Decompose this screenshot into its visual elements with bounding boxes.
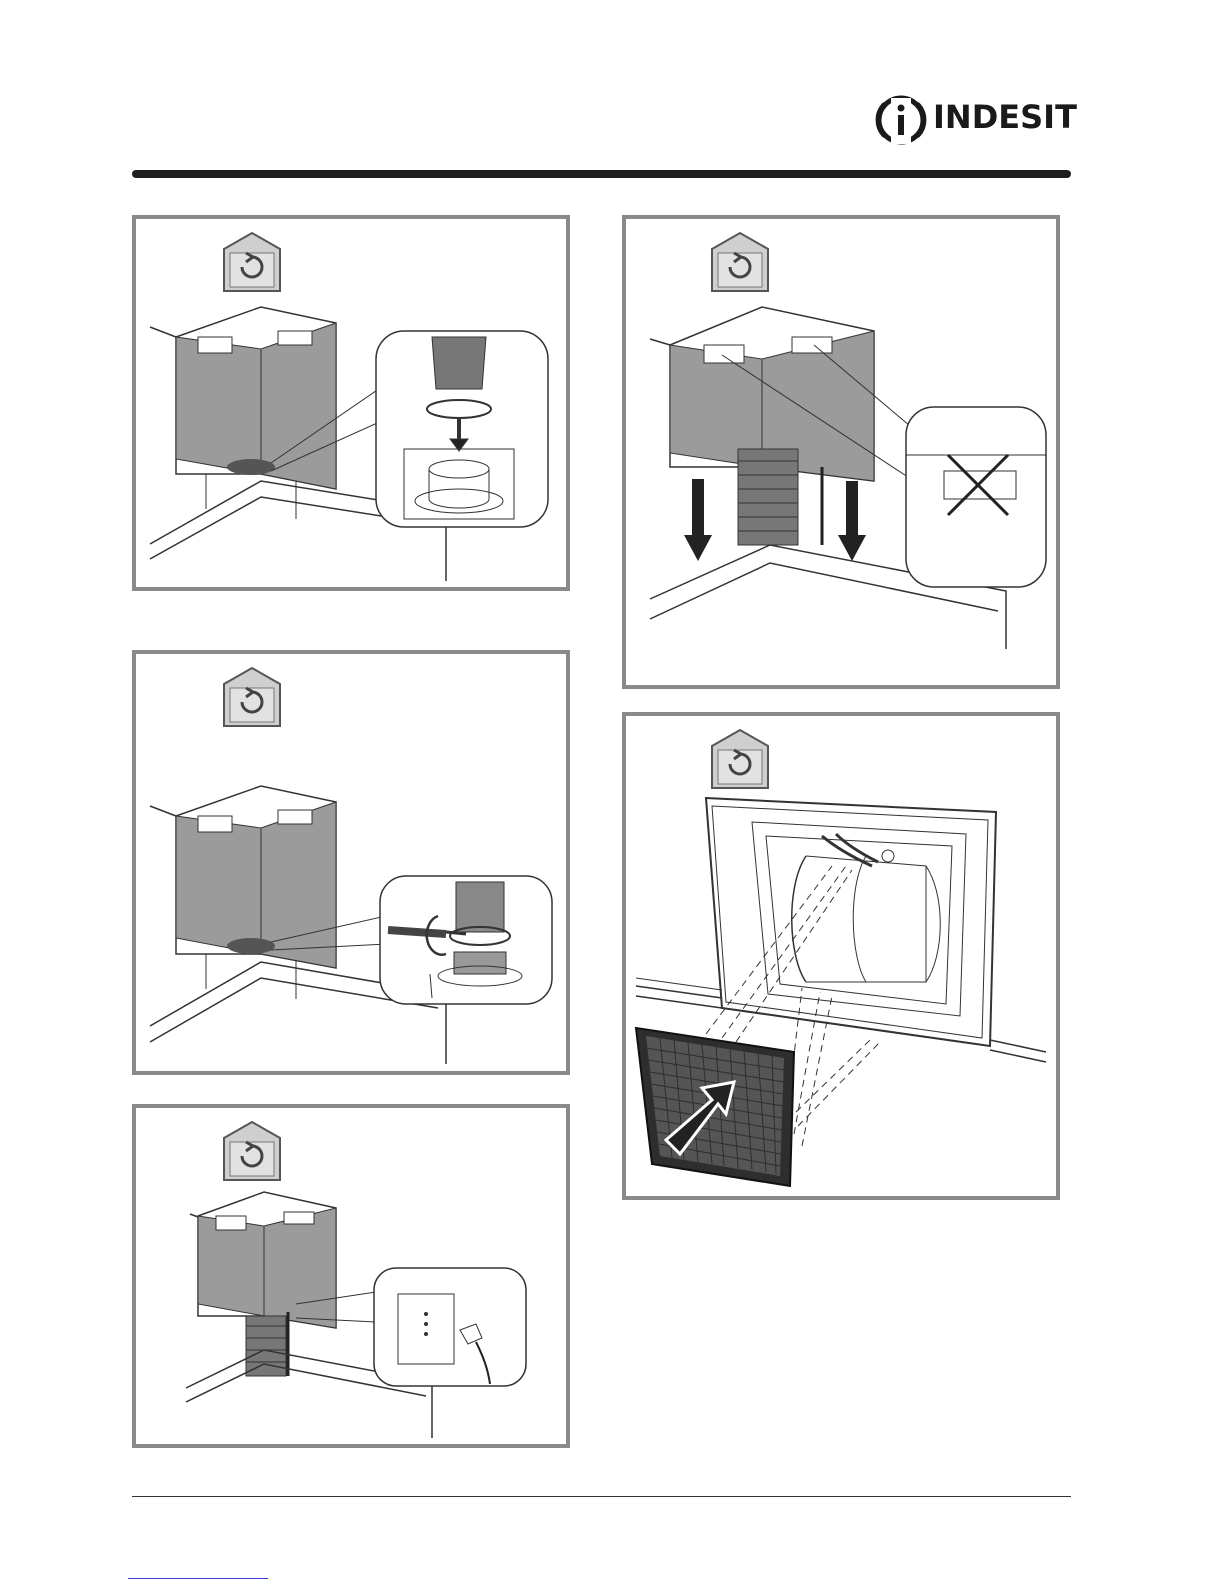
detail-callout [906, 407, 1046, 587]
recirculation-icon [224, 233, 280, 291]
header-rule [132, 170, 1071, 178]
brand-logo: INDESIT [875, 92, 1075, 148]
detail-callout [380, 876, 552, 1004]
detail-callout [374, 1268, 526, 1386]
hood-frame-illustration [636, 798, 1046, 1062]
figure-connect-plug [132, 1104, 570, 1448]
brand-name: INDESIT [933, 98, 1077, 136]
footer-link-underline [128, 1578, 268, 1579]
figure-insert-filter [622, 712, 1060, 1200]
figure-clamp-duct [132, 215, 570, 591]
brand-logo-mark [875, 92, 931, 148]
recirculation-icon [712, 233, 768, 291]
detail-callout [376, 331, 548, 527]
figure-lower-chimney [622, 215, 1060, 689]
recirculation-icon [224, 1122, 280, 1180]
recirculation-icon [224, 668, 280, 726]
figure-tighten-clamp [132, 650, 570, 1075]
recirculation-icon [712, 730, 768, 788]
footer-rule [132, 1496, 1071, 1497]
